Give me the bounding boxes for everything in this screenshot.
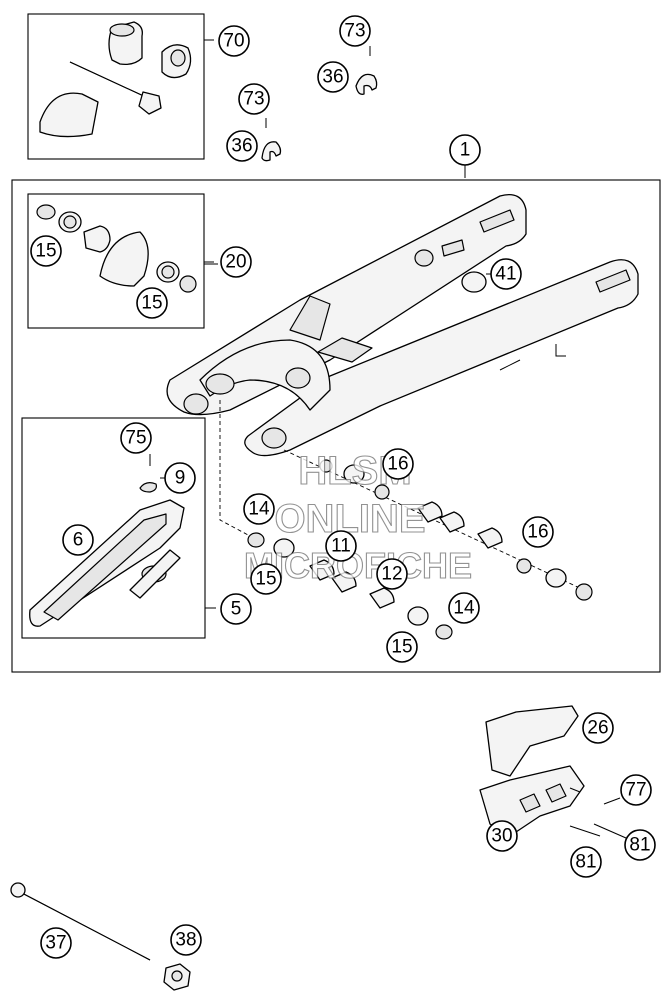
svg-text:14: 14 bbox=[248, 499, 270, 520]
chain-slider-5-box bbox=[21, 417, 206, 639]
callout-15-kit-left: 15 bbox=[30, 235, 62, 267]
callout-15-kit-right: 15 bbox=[136, 287, 168, 319]
svg-text:38: 38 bbox=[175, 930, 196, 951]
svg-text:16: 16 bbox=[387, 454, 408, 475]
bearing-kit-20-box bbox=[27, 193, 205, 329]
svg-text:15: 15 bbox=[391, 637, 412, 658]
kit-70-parts bbox=[39, 21, 214, 138]
svg-text:15: 15 bbox=[35, 241, 56, 262]
svg-text:11: 11 bbox=[331, 536, 351, 557]
svg-text:5: 5 bbox=[231, 599, 242, 620]
svg-text:26: 26 bbox=[587, 718, 608, 739]
svg-text:1: 1 bbox=[460, 140, 471, 161]
svg-text:9: 9 bbox=[175, 468, 186, 489]
callout-26: 26 bbox=[582, 712, 614, 744]
chain-slider-parts bbox=[29, 454, 216, 627]
svg-text:37: 37 bbox=[45, 933, 66, 954]
cable-clamp-lower bbox=[261, 118, 282, 162]
callout-37: 37 bbox=[40, 927, 72, 959]
svg-text:36: 36 bbox=[322, 67, 343, 88]
svg-text:15: 15 bbox=[255, 569, 276, 590]
svg-text:15: 15 bbox=[141, 293, 162, 314]
callout-14-lower: 14 bbox=[448, 592, 480, 624]
callout-6: 6 bbox=[62, 524, 94, 556]
callout-77: 77 bbox=[620, 774, 652, 806]
svg-text:81: 81 bbox=[629, 835, 650, 856]
svg-text:20: 20 bbox=[225, 252, 246, 273]
swingarm-assembly-box bbox=[11, 179, 661, 673]
callout-70: 70 bbox=[218, 25, 250, 57]
callout-75: 75 bbox=[120, 422, 152, 454]
callout-38: 38 bbox=[170, 924, 202, 956]
callout-73-lower: 73 bbox=[238, 83, 270, 115]
callout-9: 9 bbox=[164, 462, 196, 494]
callout-15-left: 15 bbox=[250, 563, 282, 595]
callout-20: 20 bbox=[220, 246, 252, 278]
svg-text:70: 70 bbox=[223, 31, 244, 52]
svg-text:14: 14 bbox=[453, 598, 475, 619]
kit-70-box bbox=[27, 13, 205, 160]
svg-text:36: 36 bbox=[231, 136, 252, 157]
svg-text:73: 73 bbox=[344, 21, 365, 42]
svg-text:81: 81 bbox=[575, 852, 596, 873]
svg-text:75: 75 bbox=[125, 428, 146, 449]
callout-16-right: 16 bbox=[522, 516, 554, 548]
callout-12: 12 bbox=[376, 558, 408, 590]
callout-36-lower: 36 bbox=[226, 130, 258, 162]
svg-text:73: 73 bbox=[243, 89, 264, 110]
callout-5: 5 bbox=[220, 593, 252, 625]
svg-text:16: 16 bbox=[527, 522, 548, 543]
swingarm bbox=[166, 165, 639, 457]
bearing-kit-20-parts bbox=[36, 204, 214, 293]
svg-text:12: 12 bbox=[381, 564, 402, 585]
callout-14-upper: 14 bbox=[243, 493, 275, 525]
callout-16-upper: 16 bbox=[382, 448, 414, 480]
callout-1: 1 bbox=[449, 134, 481, 166]
svg-text:6: 6 bbox=[73, 530, 84, 551]
callout-11: 11 bbox=[325, 530, 357, 562]
pivot-bearings bbox=[219, 400, 593, 640]
axle-and-nut bbox=[10, 882, 191, 991]
part-41-ring bbox=[461, 271, 487, 293]
callout-73-upper: 73 bbox=[339, 15, 371, 47]
cable-clamp-upper bbox=[355, 46, 378, 95]
callout-15-bottom: 15 bbox=[386, 631, 418, 663]
svg-text:30: 30 bbox=[491, 826, 512, 847]
svg-text:77: 77 bbox=[625, 780, 646, 801]
callout-36-upper: 36 bbox=[317, 61, 349, 93]
callout-30: 30 bbox=[486, 820, 518, 852]
callout-81-right: 81 bbox=[624, 829, 656, 861]
callout-41: 41 bbox=[490, 258, 522, 290]
callout-81-left: 81 bbox=[570, 846, 602, 878]
svg-text:41: 41 bbox=[495, 264, 516, 285]
